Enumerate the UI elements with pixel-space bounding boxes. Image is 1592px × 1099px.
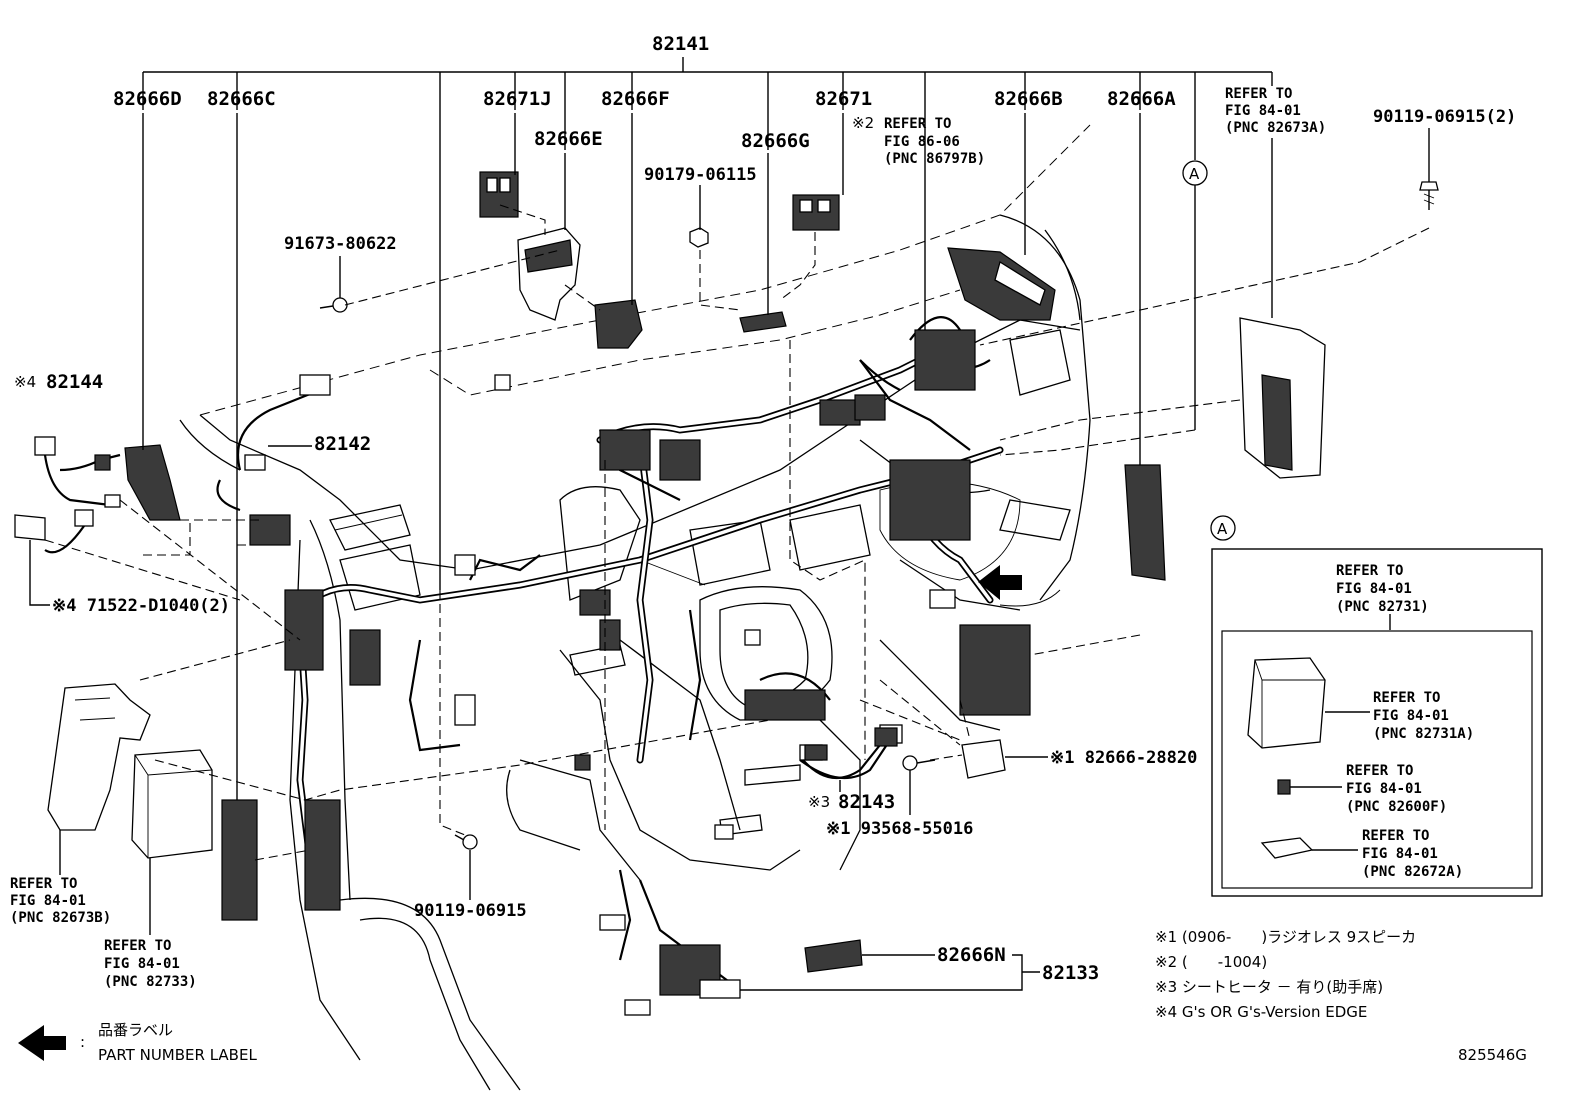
refer-line3: (PNC 82733) (104, 974, 197, 990)
dashed-position-lines (44, 204, 1430, 861)
footnotes: ※1 (0906- )ラジオレス 9スピーカ ※2 ( -1004) ※3 シー… (1155, 928, 1416, 1021)
label-82666C: 82666C (207, 88, 276, 110)
refer-line2: FIG 86-06 (884, 134, 960, 150)
label-82666F: 82666F (601, 88, 670, 110)
legend-label-en: PART NUMBER LABEL (98, 1046, 257, 1064)
callout-letter: A (1189, 165, 1200, 183)
inset-outer-frame (1211, 548, 1543, 897)
label-82144: 82144 (46, 371, 103, 393)
figure-code: 825546G (1458, 1046, 1527, 1064)
refer-mark: ※2 (852, 114, 874, 132)
label-71522-D1040: ※4 71522-D1040(2) (52, 596, 230, 616)
refer-line2: FIG 84-01 (1225, 103, 1301, 119)
refer-pnc-82672a: REFER TO FIG 84-01 (PNC 82672A) (1362, 828, 1463, 880)
refer-line2: FIG 84-01 (1346, 781, 1422, 797)
refer-line2: FIG 84-01 (1373, 708, 1449, 724)
refer-line1: REFER TO (1336, 563, 1403, 579)
leader-lines (29, 57, 1430, 991)
refer-pnc-82673a: REFER TO FIG 84-01 (PNC 82673A) (1225, 86, 1326, 136)
refer-line3: (PNC 82673B) (10, 910, 111, 926)
refer-line3: (PNC 82600F) (1346, 799, 1447, 815)
component-drawings (14, 171, 1439, 973)
refer-pnc-82731: REFER TO FIG 84-01 (PNC 82731) (1336, 563, 1429, 615)
refer-line3: (PNC 82673A) (1225, 120, 1326, 136)
label-82671J: 82671J (483, 88, 552, 110)
label-82142: 82142 (314, 433, 371, 455)
refer-line2: FIG 84-01 (1362, 846, 1438, 862)
callout-circle-icon (1182, 160, 1208, 186)
refer-line1: REFER TO (10, 876, 77, 892)
footnote-4: ※4 G's OR G's-Version EDGE (1155, 1003, 1367, 1021)
note-mark-82143: ※3 (808, 793, 830, 811)
label-90119-06915-2: 90119-06915(2) (1373, 107, 1516, 127)
label-93568-55016: ※1 93568-55016 (826, 819, 973, 839)
label-82666E: 82666E (534, 128, 603, 150)
label-82666-28820: ※1 82666-28820 (1050, 748, 1197, 768)
inset-inner-frame (1221, 630, 1533, 889)
footnote-3: ※3 シートヒータ － 有り(助手席) (1155, 978, 1383, 996)
refer-fig-86-06: ※2 REFER TO FIG 86-06 (PNC 86797B) (852, 114, 985, 167)
label-82133: 82133 (1042, 962, 1099, 984)
label-82666A: 82666A (1107, 88, 1176, 110)
label-82666N: 82666N (937, 944, 1006, 966)
inset-detail-a: A REFER TO FIG 84-01 (PNC 82731) REFER T… (1210, 515, 1543, 897)
refer-pnc-82600f: REFER TO FIG 84-01 (PNC 82600F) (1346, 763, 1447, 815)
refer-line1: REFER TO (1373, 690, 1440, 706)
legend-colon: : (80, 1033, 85, 1051)
refer-line1: REFER TO (104, 938, 171, 954)
refer-pnc-82733: REFER TO FIG 84-01 (PNC 82733) (104, 938, 197, 990)
refer-line3: (PNC 82731A) (1373, 726, 1474, 742)
legend: : 品番ラベル PART NUMBER LABEL (18, 1021, 257, 1064)
main-harness-drawing (216, 316, 1031, 1016)
label-82143: 82143 (838, 791, 895, 813)
refer-line2: FIG 84-01 (1336, 581, 1412, 597)
label-82141: 82141 (652, 33, 709, 55)
refer-line1: REFER TO (1346, 763, 1413, 779)
label-82666B: 82666B (994, 88, 1063, 110)
callout-circle-icon (1210, 515, 1236, 541)
note-mark-82144: ※4 (14, 373, 36, 391)
label-91673-80622: 91673-80622 (284, 234, 397, 254)
label-90119-06915: 90119-06915 (414, 901, 527, 921)
label-82666D: 82666D (113, 88, 182, 110)
footnote-1: ※1 (0906- )ラジオレス 9スピーカ (1155, 928, 1416, 946)
refer-pnc-82673b: REFER TO FIG 84-01 (PNC 82673B) (10, 876, 111, 926)
arrow-left-icon (18, 1025, 66, 1061)
label-90179-06115: 90179-06115 (644, 165, 757, 185)
refer-line3: (PNC 82731) (1336, 599, 1429, 615)
callout-a-diagram: A (1182, 160, 1208, 186)
label-82666G: 82666G (741, 130, 810, 152)
footnote-2: ※2 ( -1004) (1155, 953, 1267, 971)
refer-line2: FIG 84-01 (104, 956, 180, 972)
part-number-labels: 82141 82666D 82666C 82671J 82666E 82666F… (14, 33, 1516, 984)
refer-pnc-82731a: REFER TO FIG 84-01 (PNC 82731A) (1373, 690, 1474, 742)
refer-to-blocks: ※2 REFER TO FIG 86-06 (PNC 86797B) REFER… (10, 86, 1326, 990)
inset-callout-letter: A (1217, 520, 1228, 538)
refer-line2: FIG 84-01 (10, 893, 86, 909)
refer-line1: REFER TO (884, 116, 951, 132)
refer-line3: (PNC 86797B) (884, 151, 985, 167)
refer-line3: (PNC 82672A) (1362, 864, 1463, 880)
refer-line1: REFER TO (1225, 86, 1292, 102)
refer-line1: REFER TO (1362, 828, 1429, 844)
label-82671: 82671 (815, 88, 872, 110)
legend-label-jp: 品番ラベル (98, 1021, 173, 1039)
